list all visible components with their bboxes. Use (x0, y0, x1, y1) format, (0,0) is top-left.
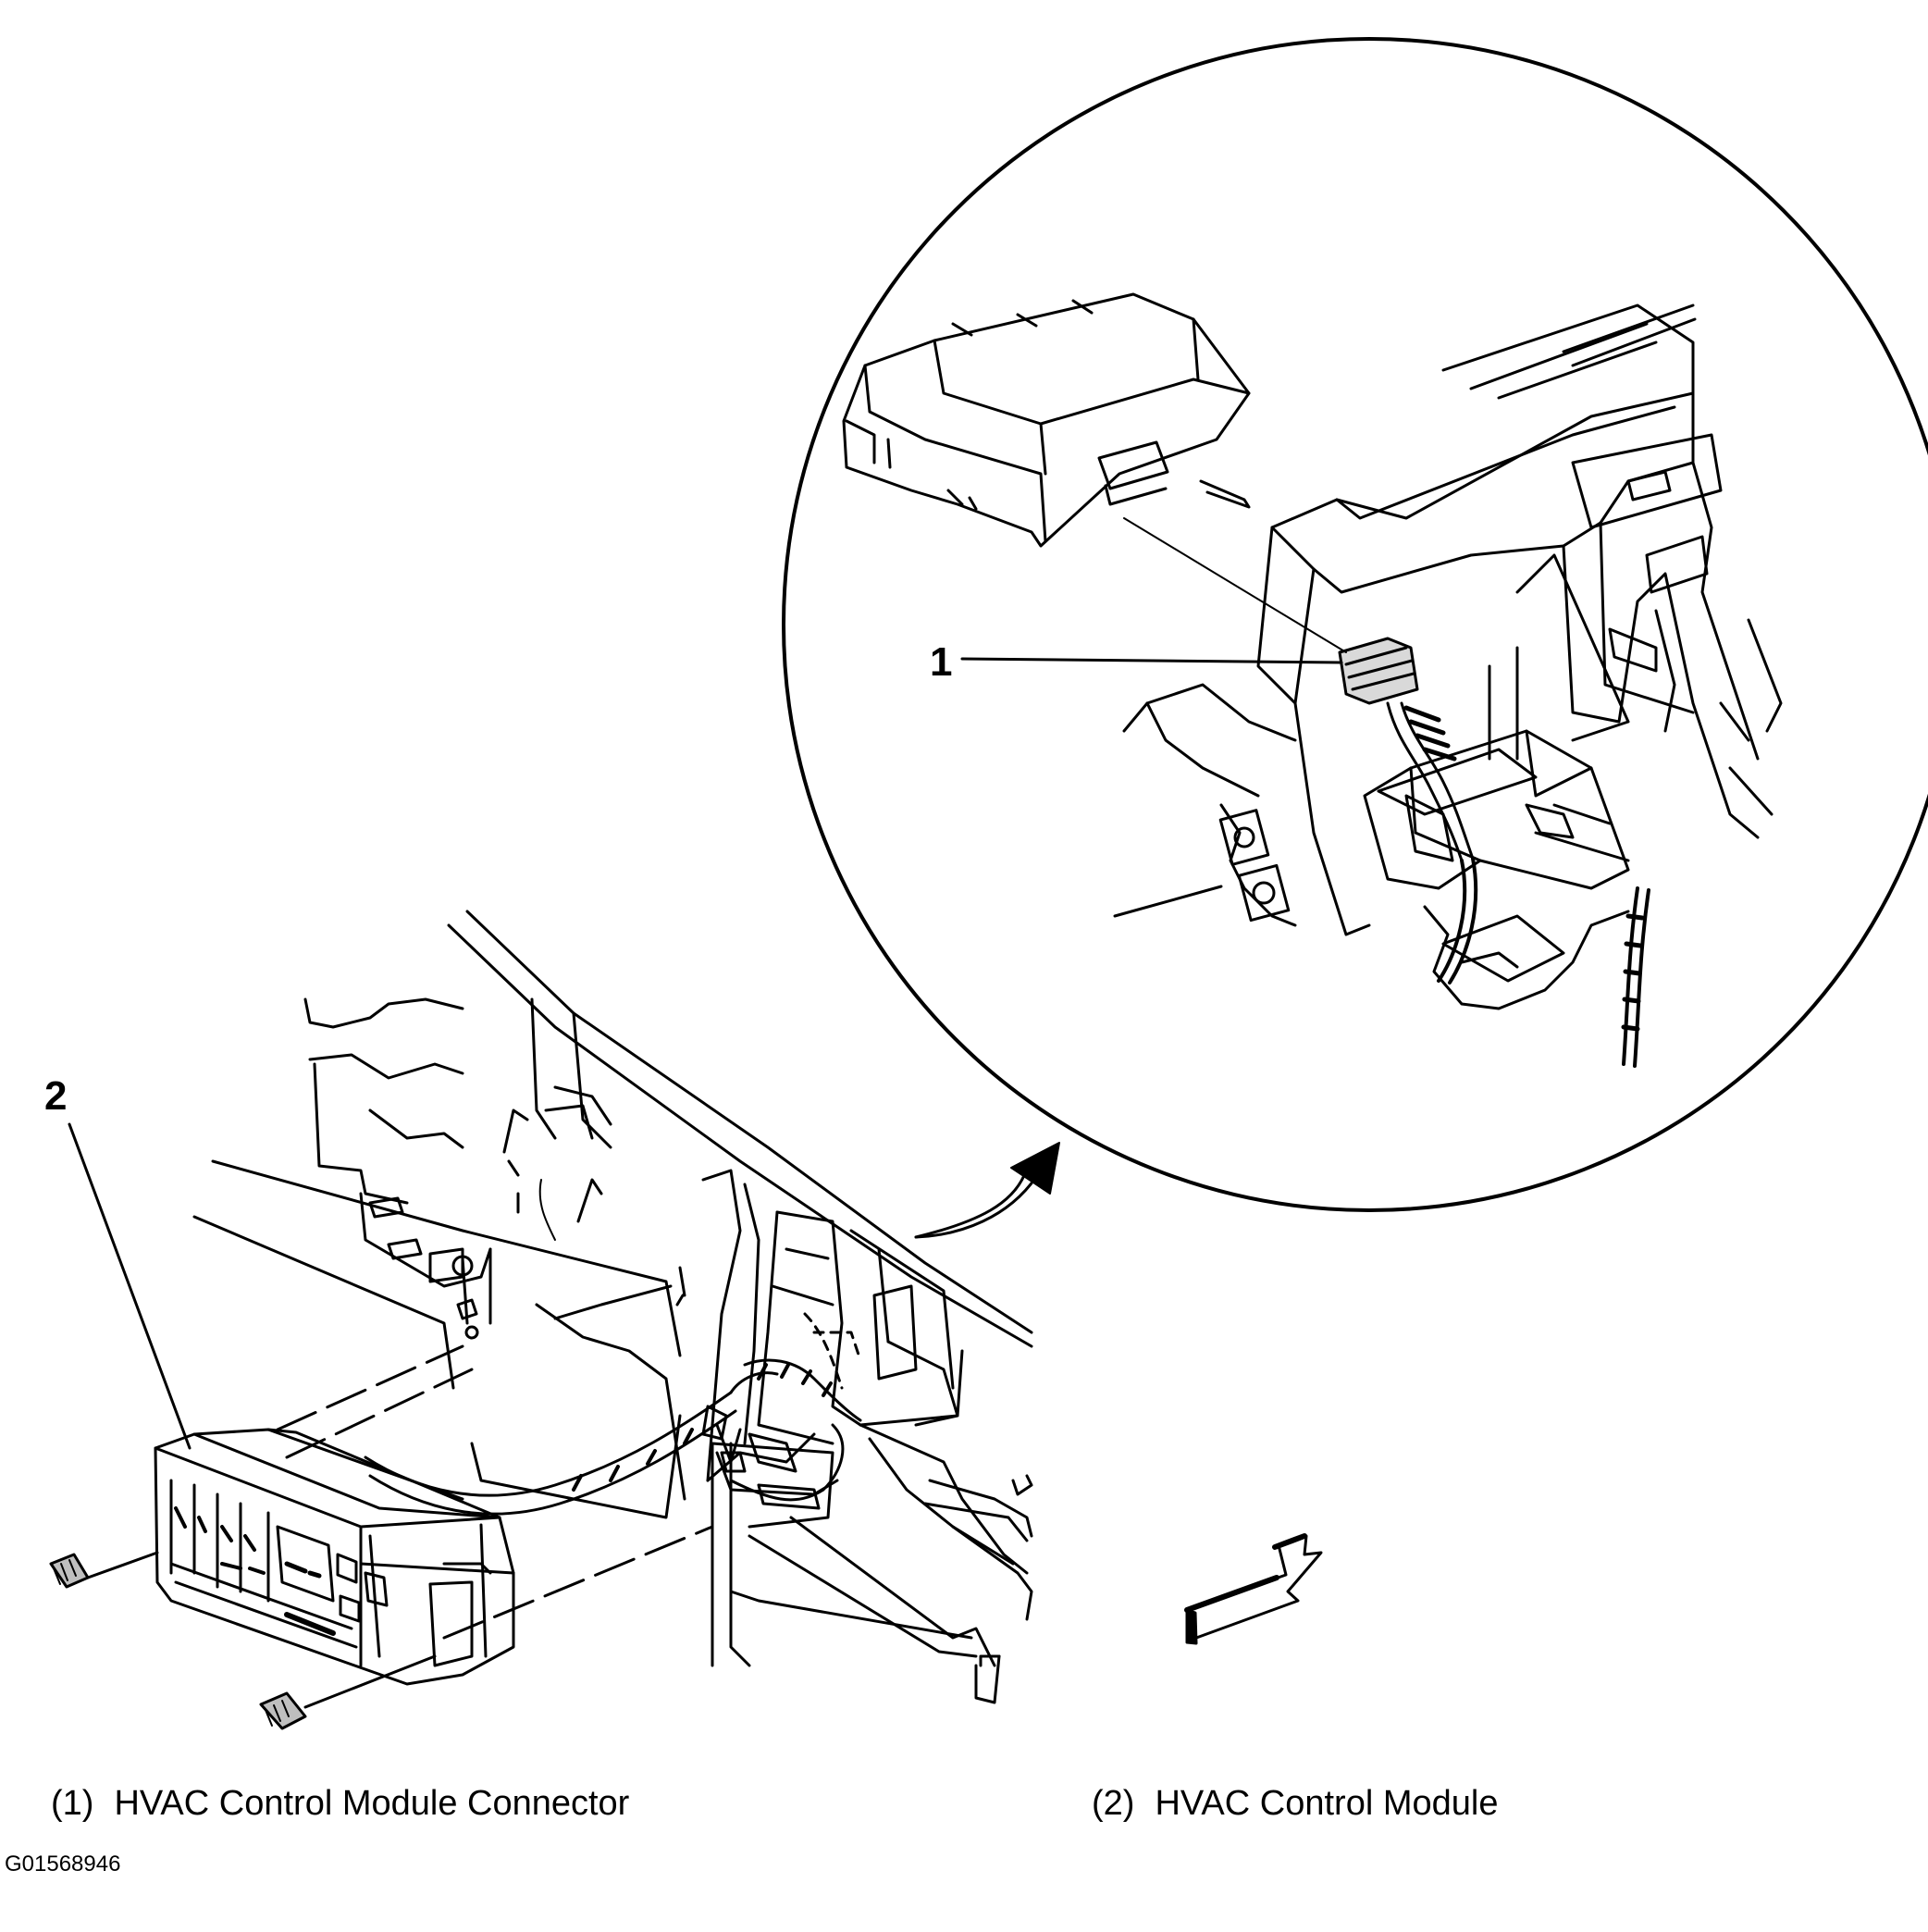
alignment-line (1123, 517, 1347, 653)
screw-lower (259, 1654, 437, 1730)
dash-structure (192, 910, 1033, 1704)
mounting-dashes (276, 1344, 714, 1640)
hvac-control-module (154, 1428, 515, 1686)
figure-id: G01568946 (5, 1852, 121, 1876)
legend-item-connector: (1) HVAC Control Module Connector (51, 1786, 629, 1821)
legend-text: HVAC Control Module (1155, 1784, 1499, 1823)
mount-pads (1113, 809, 1291, 923)
detail-module (842, 292, 1251, 548)
legend-number: (1) (51, 1784, 94, 1823)
legend-item-module: (2) HVAC Control Module (1092, 1786, 1498, 1821)
callout-1-leader (960, 657, 1343, 664)
screw-upper (49, 1551, 159, 1589)
detail-bracket (1122, 303, 1783, 1010)
callout-1-label: 1 (930, 639, 953, 685)
callout-2-label: 2 (44, 1073, 68, 1119)
legend-number: (2) (1092, 1784, 1135, 1823)
detail-view (782, 37, 1928, 1212)
callout-2-leader (68, 1122, 192, 1450)
detail-harness (1621, 886, 1650, 1068)
zoom-arrow (914, 1142, 1060, 1239)
front-arrow-icon (1184, 1533, 1323, 1645)
legend-text: HVAC Control Module Connector (114, 1784, 630, 1823)
hvac-connector (1338, 637, 1478, 985)
